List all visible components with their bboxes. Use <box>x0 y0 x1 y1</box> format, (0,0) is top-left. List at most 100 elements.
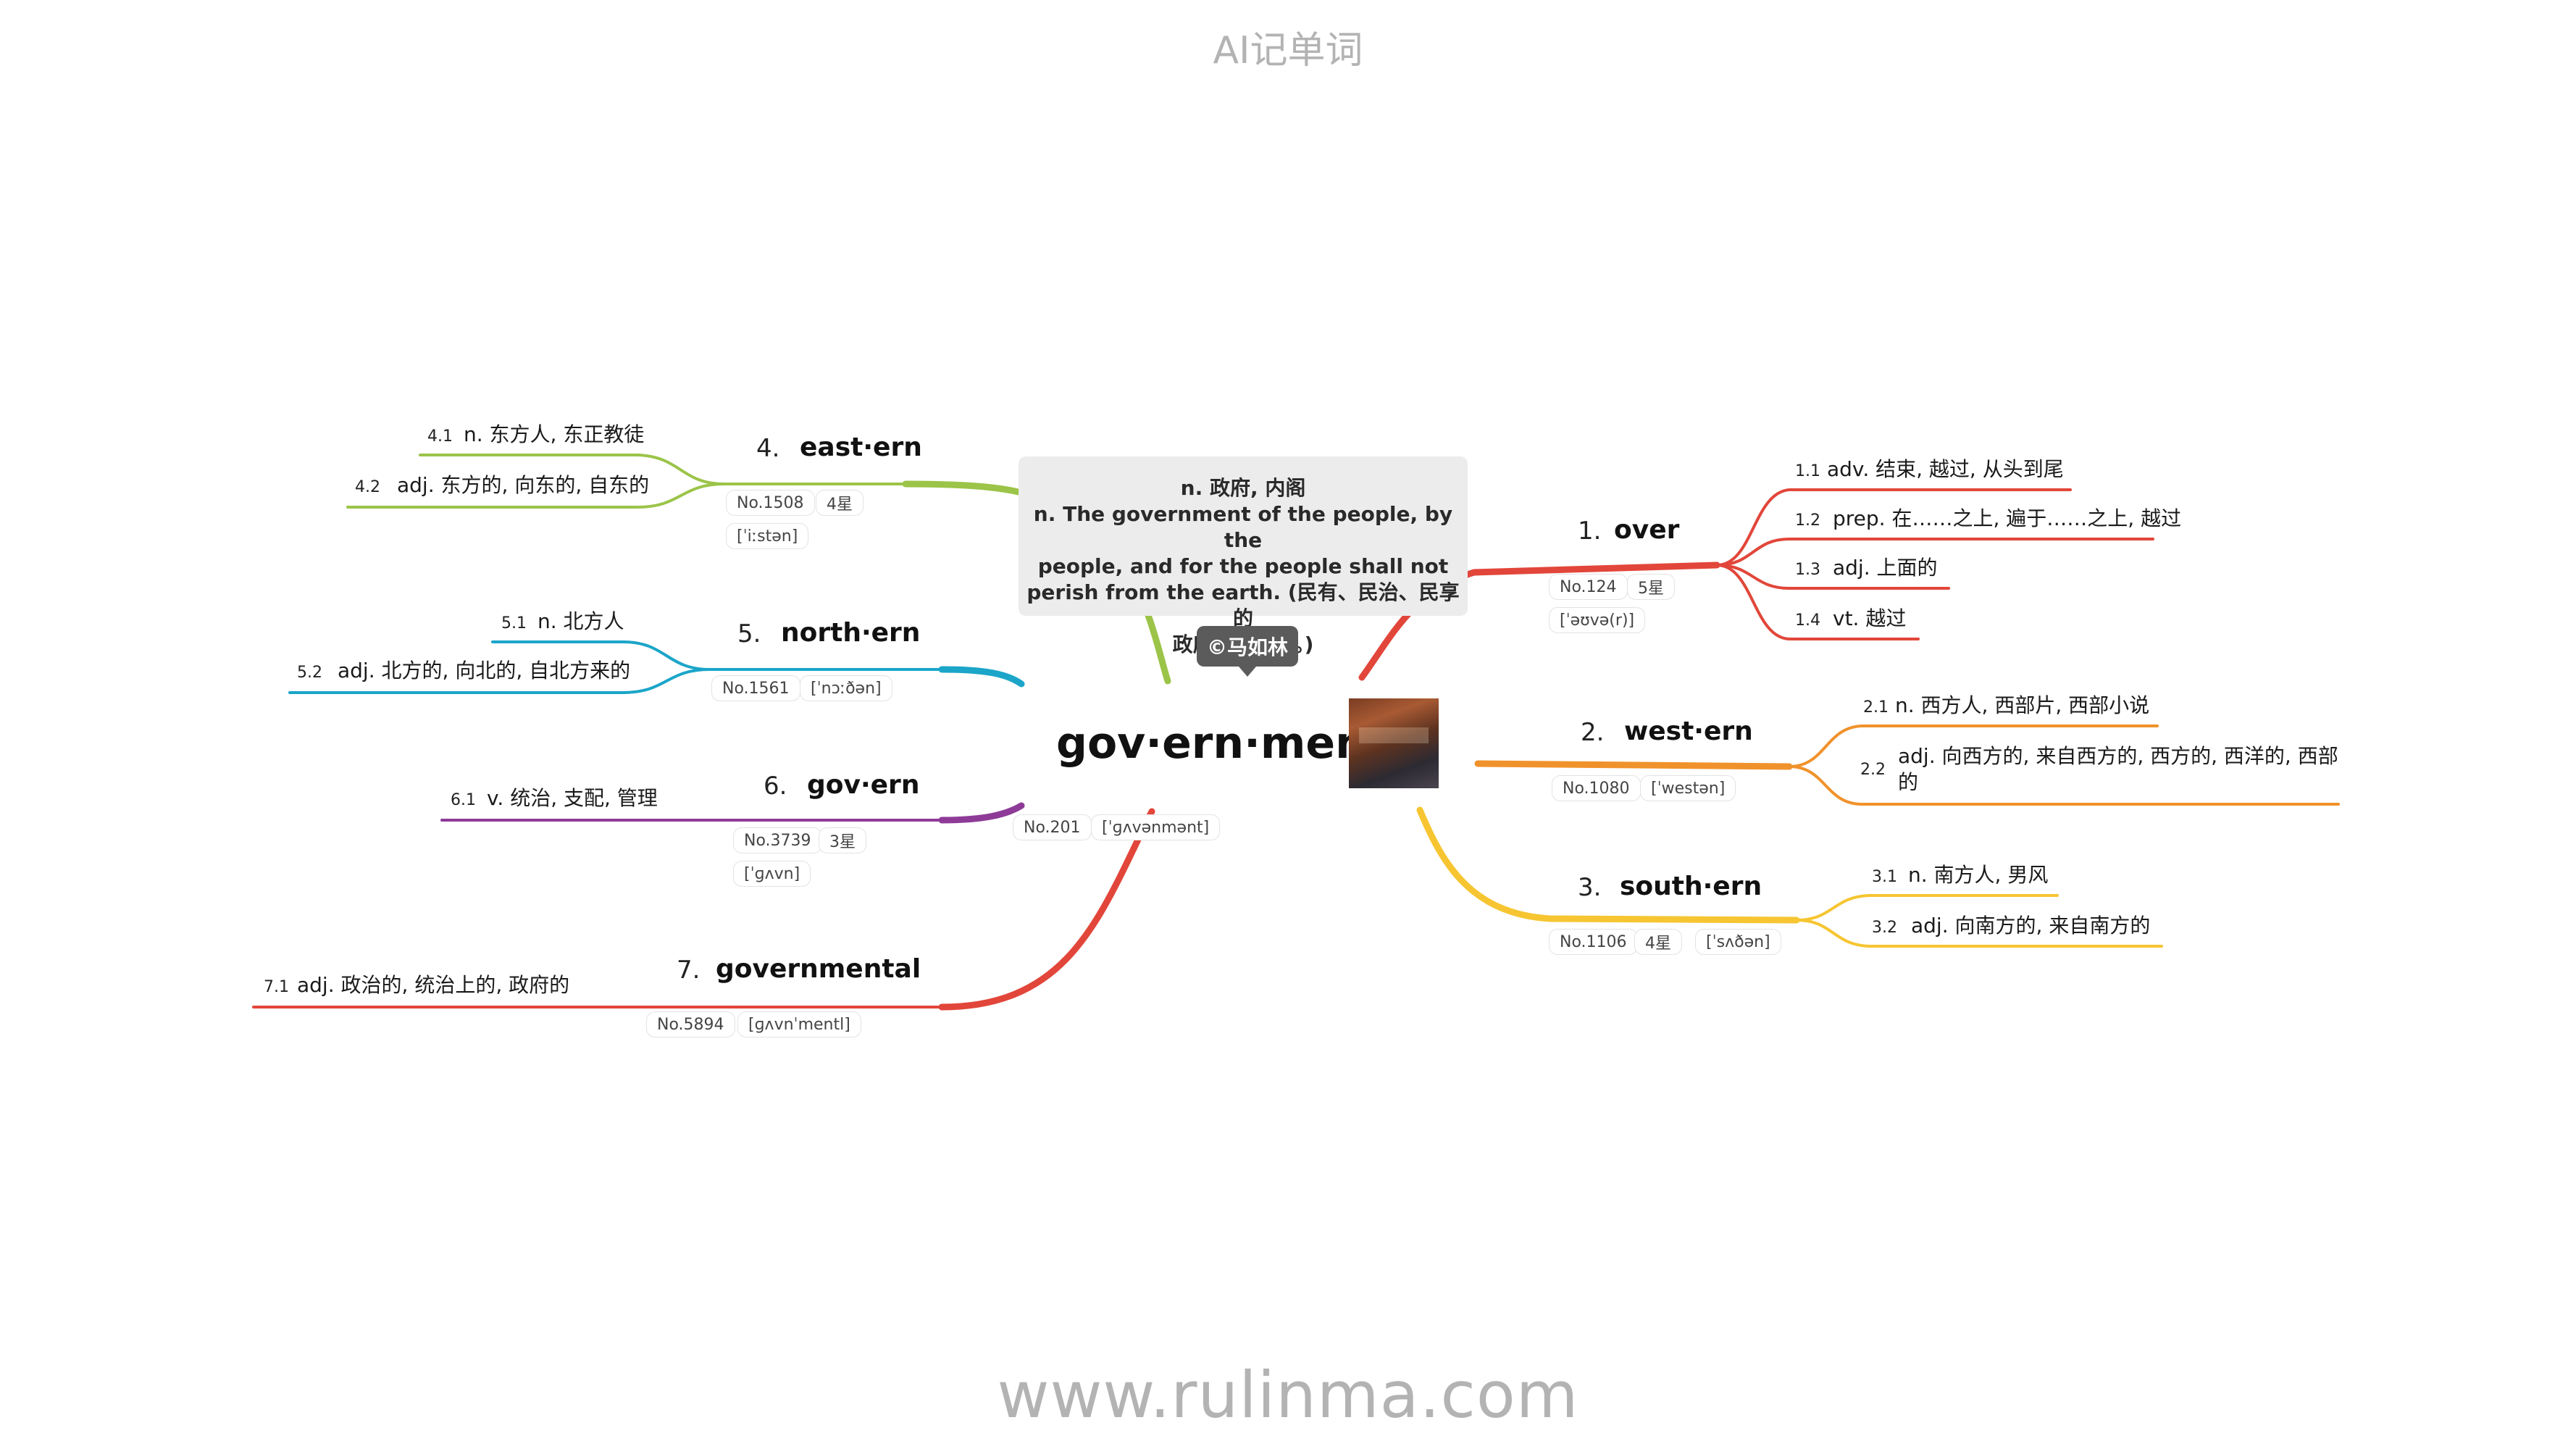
link-western-sub2 <box>1788 765 2340 806</box>
branch-7-number-tag: No.5894 <box>646 1011 735 1037</box>
sub-1-1-number: 1.1 <box>1795 462 1820 480</box>
branch-5-phonetic-tag: [ˈnɔːðən] <box>800 675 892 701</box>
branch-3-stars: 4星 <box>1645 935 1671 953</box>
branch-3-phonetic-tag: [ˈsʌðən] <box>1695 929 1781 955</box>
link-central-govern <box>938 802 1025 824</box>
definition-callout: n. 政府, 内阁 n. The government of the peopl… <box>1019 456 1468 656</box>
central-phonetic-tag: [ˈɡʌvənmənt] <box>1091 814 1221 840</box>
branch-7-no: No.5894 <box>657 1015 724 1034</box>
link-over-sub3 <box>1715 564 1950 590</box>
sub-4-1-text[interactable]: n. 东方人, 东正教徒 <box>464 422 645 446</box>
branch-4-word[interactable]: east·ern <box>800 433 922 462</box>
branch-4-stars-tag: 4星 <box>816 490 863 516</box>
branch-3-number: 3. <box>1578 873 1602 902</box>
branch-2-no: No.1080 <box>1563 779 1630 798</box>
callout-line-2: n. The government of the people, by the <box>1033 502 1453 552</box>
sub-4-1-number: 4.1 <box>427 427 453 446</box>
sub-6-1-text[interactable]: v. 统治, 支配, 管理 <box>487 786 658 810</box>
sub-2-1-number: 2.1 <box>1863 698 1889 717</box>
link-over-sub2 <box>1715 538 2154 567</box>
link-northern-sub1 <box>491 640 711 671</box>
branch-6-phonetic-tag: [ˈɡʌvn] <box>733 861 811 887</box>
branch-5-word[interactable]: north·ern <box>781 618 921 648</box>
sub-1-4-text[interactable]: vt. 越过 <box>1833 606 1907 630</box>
branch-7-phonetic-tag: [ɡʌvnˈmentl] <box>737 1011 861 1037</box>
branch-5-phonetic: [ˈnɔːðən] <box>811 679 882 698</box>
branch-1-number: 1. <box>1578 517 1602 546</box>
sub-1-1-text[interactable]: adv. 结束, 越过, 从头到尾 <box>1827 457 2064 481</box>
link-western-sub1 <box>1788 724 2159 768</box>
branch-6-number: 6. <box>764 772 787 801</box>
branch-3-stars-tag: 4星 <box>1634 929 1682 955</box>
sub-4-2-number: 4.2 <box>355 478 380 496</box>
sub-2-2-text[interactable]: adj. 向西方的, 来自西方的, 西方的, 西洋的, 西部 <box>1898 744 2338 768</box>
sub-3-2-number: 3.2 <box>1872 919 1897 937</box>
branch-2-number: 2. <box>1581 718 1605 747</box>
branch-6-no: No.3739 <box>744 831 811 850</box>
branch-6-stars-tag: 3星 <box>819 827 866 853</box>
branch-2-word[interactable]: west·ern <box>1624 717 1753 746</box>
sub-1-2-text[interactable]: prep. 在……之上, 遍于……之上, 越过 <box>1833 506 2182 530</box>
sub-6-1-number: 6.1 <box>451 791 476 809</box>
author-badge: ©马如林 <box>1197 626 1299 677</box>
link-central-southern <box>1416 806 1800 924</box>
branch-5-number-tag: No.1561 <box>711 675 800 701</box>
sub-3-2-text[interactable]: adj. 向南方的, 来自南方的 <box>1911 914 2151 938</box>
branch-3-phonetic: [ˈsʌðən] <box>1706 932 1770 951</box>
branch-7-word[interactable]: governmental <box>716 954 921 984</box>
branch-4-stars: 4星 <box>827 496 853 514</box>
sub-2-1-text[interactable]: n. 西方人, 西部片, 西部小说 <box>1895 693 2150 717</box>
branch-6-phonetic: [ˈɡʌvn] <box>744 864 800 883</box>
branch-1-no: No.124 <box>1560 577 1617 596</box>
branch-6-word[interactable]: gov·ern <box>807 770 920 800</box>
link-eastern-sub2 <box>346 483 726 509</box>
central-number-tag: No.201 <box>1013 814 1092 840</box>
sub-1-3-number: 1.3 <box>1795 561 1820 579</box>
link-northern-sub2 <box>288 668 711 694</box>
author-label: ©马如林 <box>1207 635 1289 659</box>
branch-6-number-tag: No.3739 <box>733 827 822 853</box>
branch-6-stars: 3星 <box>829 833 856 851</box>
central-topic-word[interactable]: gov·ern·ment <box>1056 718 1387 769</box>
link-central-governmental <box>938 808 1155 1011</box>
central-topic-image <box>1349 698 1439 788</box>
branch-3-word[interactable]: south·ern <box>1620 872 1762 901</box>
link-eastern-sub1 <box>419 454 726 485</box>
link-southern-sub1 <box>1795 894 2059 922</box>
sub-7-1-text[interactable]: adj. 政治的, 统治上的, 政府的 <box>297 973 570 997</box>
branch-1-stars-tag: 5星 <box>1627 574 1675 600</box>
branch-4-phonetic: [ˈiːstən] <box>737 527 798 546</box>
sub-5-1-text[interactable]: n. 北方人 <box>538 609 624 633</box>
sub-3-1-number: 3.1 <box>1872 868 1897 886</box>
app-title: AI记单词 <box>1213 29 1363 72</box>
sub-1-4-number: 1.4 <box>1795 611 1820 630</box>
branch-1-phonetic: [ˈəʊvə(r)] <box>1560 611 1635 630</box>
sub-5-1-number: 5.1 <box>501 614 527 632</box>
sub-4-2-text[interactable]: adj. 东方的, 向东的, 自东的 <box>397 473 650 497</box>
sub-7-1-number: 7.1 <box>264 978 289 996</box>
sub-5-2-text[interactable]: adj. 北方的, 向北的, 自北方来的 <box>338 659 631 682</box>
branch-1-word[interactable]: over <box>1614 515 1680 545</box>
branch-4-no: No.1508 <box>737 493 804 512</box>
branch-3-no: No.1106 <box>1560 932 1627 951</box>
branch-7-phonetic: [ɡʌvnˈmentl] <box>748 1015 850 1034</box>
branch-1-number-tag: No.124 <box>1549 574 1628 600</box>
callout-line-1: n. 政府, 内阁 <box>1180 476 1306 500</box>
link-over-sub1 <box>1715 488 2072 567</box>
website-watermark: www.rulinma.com <box>997 1358 1579 1432</box>
link-central-western <box>1474 760 1793 770</box>
branch-7-number: 7. <box>677 956 701 985</box>
branch-2-number-tag: No.1080 <box>1552 775 1641 801</box>
link-over-sub4 <box>1715 564 1920 640</box>
sub-2-2-text-wrap: 的 <box>1898 770 1919 794</box>
branch-4-number-tag: No.1508 <box>726 490 815 516</box>
branch-2-phonetic-tag: [ˈwestən] <box>1640 775 1736 801</box>
sub-3-1-text[interactable]: n. 南方人, 男风 <box>1908 863 2049 887</box>
sub-2-2-number: 2.2 <box>1860 761 1886 779</box>
sub-1-3-text[interactable]: adj. 上面的 <box>1833 556 1938 580</box>
branch-5-no: No.1561 <box>722 679 790 698</box>
branch-1-stars: 5星 <box>1638 580 1664 598</box>
link-southern-sub2 <box>1795 919 2163 948</box>
